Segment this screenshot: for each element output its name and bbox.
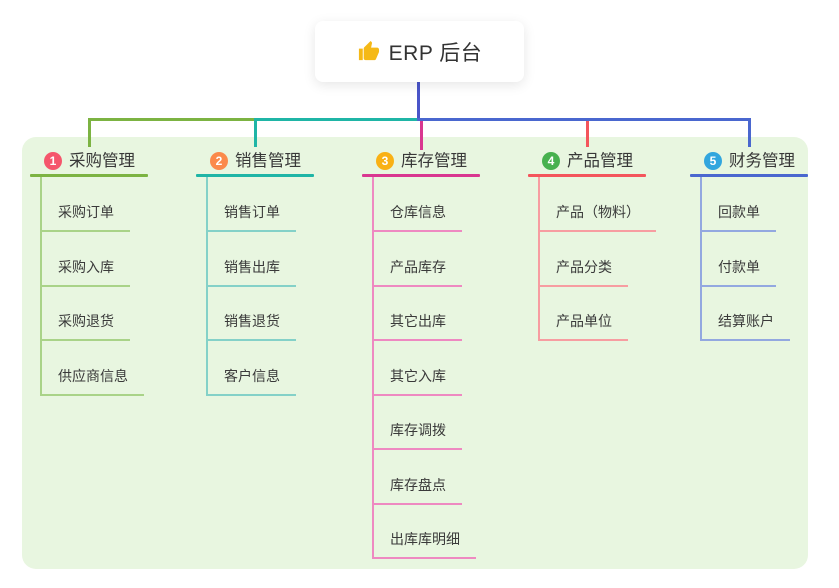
branch-connector-drop	[419, 121, 423, 150]
child-node[interactable]: 产品库存	[372, 258, 462, 287]
branch-children-trunk-line	[700, 177, 702, 341]
child-node[interactable]: 库存盘点	[372, 476, 462, 505]
branch-4-badge: 4	[542, 152, 560, 170]
child-node[interactable]: 产品分类	[538, 258, 628, 287]
child-node[interactable]: 销售退货	[206, 312, 296, 341]
branch-children-trunk-line	[372, 177, 374, 559]
branch-connector-drop	[253, 118, 257, 147]
root-connector-line	[417, 82, 420, 121]
branch-underline	[196, 174, 314, 177]
child-node[interactable]: 采购订单	[40, 203, 130, 232]
child-node[interactable]: 出库库明细	[372, 530, 476, 559]
branch-connector-drop	[747, 118, 751, 147]
child-node[interactable]: 回款单	[700, 203, 776, 232]
child-node[interactable]: 其它入库	[372, 367, 462, 396]
branch-5-badge: 5	[704, 152, 722, 170]
branch-underline	[30, 174, 148, 177]
child-node[interactable]: 客户信息	[206, 367, 296, 396]
branch-underline	[528, 174, 646, 177]
branch-title-5[interactable]: 财务管理	[729, 152, 795, 170]
root-node-label: ERP 后台	[388, 41, 483, 65]
branch-underline	[690, 174, 808, 177]
child-node[interactable]: 付款单	[700, 258, 776, 287]
child-node[interactable]: 库存调拨	[372, 421, 462, 450]
branch-connector-drop	[87, 118, 91, 147]
child-node[interactable]: 采购入库	[40, 258, 130, 287]
branch-group-background	[22, 137, 808, 569]
child-node[interactable]: 供应商信息	[40, 367, 144, 396]
branch-title-1[interactable]: 采购管理	[69, 152, 135, 170]
child-node[interactable]: 结算账户	[700, 312, 790, 341]
child-node[interactable]: 采购退货	[40, 312, 130, 341]
child-node[interactable]: 仓库信息	[372, 203, 462, 232]
root-node[interactable]: ERP 后台	[315, 21, 524, 82]
branch-2-badge: 2	[210, 152, 228, 170]
child-node[interactable]: 销售出库	[206, 258, 296, 287]
branch-underline	[362, 174, 480, 177]
branch-title-3[interactable]: 库存管理	[401, 152, 467, 170]
branch-connector-drop	[585, 121, 589, 147]
child-node[interactable]: 其它出库	[372, 312, 462, 341]
child-node[interactable]: 产品单位	[538, 312, 628, 341]
branch-children-trunk-line	[538, 177, 540, 341]
thumbs-up-icon	[357, 40, 380, 63]
child-node[interactable]: 销售订单	[206, 203, 296, 232]
branch-title-4[interactable]: 产品管理	[567, 152, 633, 170]
branch-title-2[interactable]: 销售管理	[235, 152, 301, 170]
child-node[interactable]: 产品（物料）	[538, 203, 656, 232]
branch-3-badge: 3	[376, 152, 394, 170]
branch-connector-horizontal	[417, 118, 751, 121]
branch-connector-horizontal	[253, 118, 420, 121]
branch-1-badge: 1	[44, 152, 62, 170]
